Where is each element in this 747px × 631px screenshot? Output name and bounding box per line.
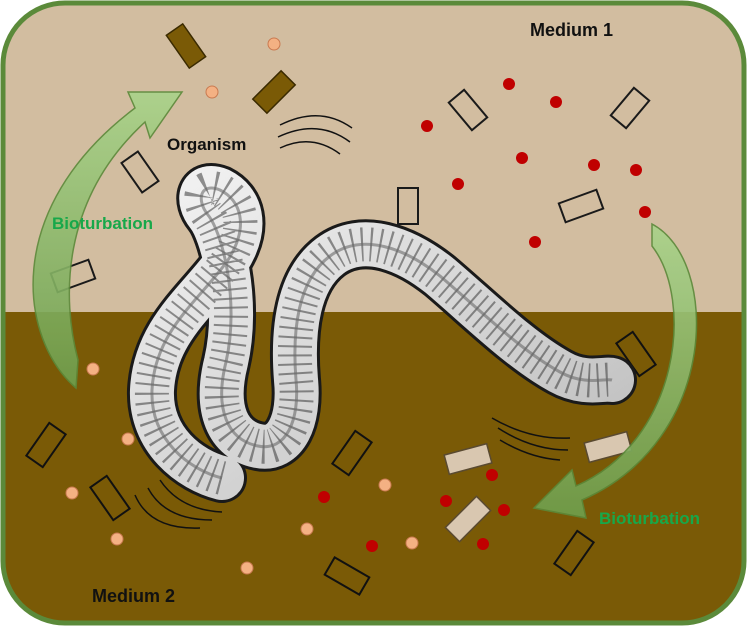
bioturbation-label-right: Bioturbation: [599, 509, 700, 528]
red-dot: [486, 469, 498, 481]
particle-block: [443, 442, 493, 476]
particle-block: [583, 430, 633, 464]
organism-worm: [127, 163, 637, 503]
medium-2-red-dots: [318, 469, 510, 552]
red-dot: [421, 120, 433, 132]
medium-1-label: Medium 1: [530, 20, 613, 40]
medium-2-layer: [3, 312, 744, 623]
medium-2-particles: [24, 330, 658, 597]
peach-dot: [65, 486, 79, 500]
red-dot: [452, 178, 464, 190]
bioturbation-arrow-right: [532, 222, 698, 519]
medium-2-peach-dots: [65, 362, 419, 575]
particle-block: [557, 188, 605, 224]
red-dot: [639, 206, 651, 218]
particle-block: [609, 86, 651, 130]
peach-dot: [110, 532, 124, 546]
red-dot: [550, 96, 562, 108]
medium-1-brown-blocks: [165, 22, 297, 115]
particle-block: [447, 88, 489, 132]
motion-lines: [134, 114, 571, 529]
particle-block: [330, 429, 374, 477]
particle-block: [165, 22, 207, 70]
organism-label: Organism: [167, 135, 246, 154]
peach-dot: [121, 432, 135, 446]
particle-block: [552, 529, 596, 577]
particle-block: [397, 187, 419, 225]
medium-1-peach-dots: [205, 37, 281, 99]
red-dot: [516, 152, 528, 164]
peach-dot: [405, 536, 419, 550]
medium-2-light-blocks: [443, 430, 633, 543]
red-dot: [529, 236, 541, 248]
red-dot: [503, 78, 515, 90]
red-dot: [440, 495, 452, 507]
particle-block: [323, 555, 371, 597]
peach-dot: [86, 362, 100, 376]
peach-dot: [205, 85, 219, 99]
peach-dot: [267, 37, 281, 51]
bioturbation-label-left: Bioturbation: [52, 214, 153, 233]
particle-block: [24, 421, 68, 469]
particle-block: [251, 69, 297, 115]
particle-block: [614, 330, 658, 378]
red-dot: [630, 164, 642, 176]
particle-block: [120, 150, 160, 194]
red-dot: [498, 504, 510, 516]
red-dot: [366, 540, 378, 552]
peach-dot: [300, 522, 314, 536]
bioturbation-arrow-left: [32, 91, 184, 390]
peach-dot: [240, 561, 254, 575]
medium-2-label: Medium 2: [92, 586, 175, 606]
particle-block: [88, 474, 132, 522]
medium-1-red-dots: [421, 78, 651, 248]
peach-dot: [378, 478, 392, 492]
red-dot: [318, 491, 330, 503]
red-dot: [477, 538, 489, 550]
red-dot: [588, 159, 600, 171]
particle-block: [444, 495, 492, 543]
